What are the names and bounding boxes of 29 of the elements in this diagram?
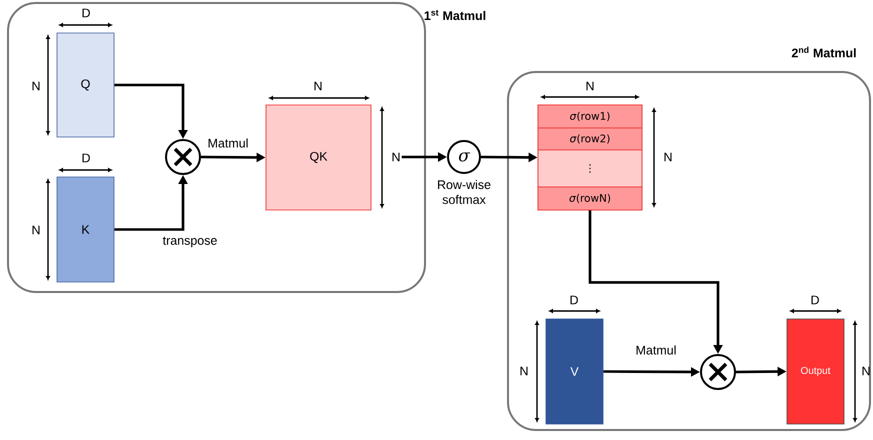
dimension-label: N: [32, 82, 40, 90]
multiply-symbol: [165, 139, 201, 175]
dimension-label: D: [570, 296, 578, 304]
dimension-label: N: [520, 366, 528, 376]
matrix-box: QK: [266, 104, 372, 210]
dimension-label: D: [82, 154, 90, 162]
dimension-label: N: [32, 226, 40, 234]
dimension-label: N: [314, 82, 322, 90]
matrix-box: V: [546, 318, 604, 424]
dimension-label: N: [586, 82, 594, 90]
caption-text: Row-wise softmax: [438, 180, 490, 204]
dimension-label: D: [812, 296, 819, 304]
dimension-label: N: [664, 152, 672, 162]
matrix-box: Q: [56, 32, 114, 138]
matrix-box: K: [56, 176, 114, 282]
multiply-symbol: [700, 354, 736, 390]
dimension-label: D: [82, 8, 90, 18]
matrix-row: σ(row2): [538, 128, 642, 150]
matrix-box: Output: [786, 318, 844, 424]
dimension-label: N: [862, 366, 870, 376]
matrix-row: σ(row1): [538, 104, 642, 128]
edge-label: transpose: [162, 236, 218, 248]
group-title: 1$^{st}$ Matmul: [424, 10, 486, 20]
edge-label: Matmul: [634, 344, 678, 356]
matrix-row: ⋮: [538, 150, 642, 188]
dimension-label: N: [392, 152, 400, 162]
matrix-row: σ(rowN): [538, 186, 642, 210]
edge-label: Matmul: [206, 137, 250, 149]
group-title: 2$^{nd}$ Matmul: [792, 46, 856, 58]
